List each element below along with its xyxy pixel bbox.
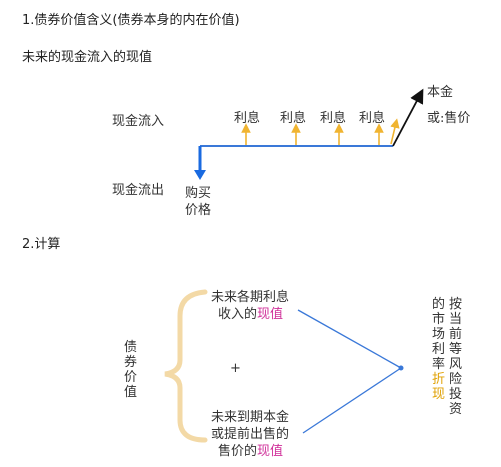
highlight-discount: 折 (432, 372, 446, 387)
discount-rate-col-2: 的 市 场 利 率 折 现 (432, 297, 446, 402)
top-converge-line (297, 309, 402, 369)
interest-pv-line1: 未来各期利息 (211, 290, 290, 305)
highlight-discount: 现 (432, 387, 446, 402)
bottom-converge-line (302, 367, 402, 434)
inflow-label: 现金流入 (112, 114, 165, 129)
principal-pv-line3: 售价的现值 (218, 444, 284, 459)
highlight-present-value: 现值 (257, 307, 284, 322)
purchase-label-line2: 价格 (185, 203, 212, 218)
bond-value-char: 价 (124, 370, 138, 385)
principal-label: 本金 (427, 85, 454, 100)
brace (164, 289, 208, 443)
highlight-present-value: 现值 (257, 444, 284, 459)
section-1-heading: 1.债券价值含义(债券本身的内在价值) (22, 13, 240, 28)
principal-pv-line2: 或提前出售的 (211, 427, 290, 442)
bond-value-label: 债 券 价 值 (124, 340, 137, 400)
interest-label-1: 利息 (234, 111, 261, 126)
bond-value-char: 值 (124, 385, 138, 400)
or-sale-label: 或:售价 (427, 111, 471, 126)
section-2-heading: 2.计算 (22, 237, 61, 252)
outflow-label: 现金流出 (112, 183, 165, 198)
principal-arrow (392, 88, 424, 147)
purchase-label-line1: 购买 (185, 186, 212, 201)
principal-pv-line1: 未来到期本金 (211, 410, 290, 425)
bond-value-char: 债 (124, 340, 138, 355)
bond-value-char: 券 (124, 355, 138, 370)
interest-label-4: 利息 (359, 111, 386, 126)
interest-label-3: 利息 (320, 111, 347, 126)
interest-label-2: 利息 (280, 111, 307, 126)
interest-pv-line2: 收入的现值 (218, 307, 284, 322)
discount-rate-col-1: 按 当 前 等 风 险 投 资 (449, 297, 463, 417)
converge-point (398, 365, 404, 371)
section-1-subheading: 未来的现金流入的现值 (22, 50, 153, 65)
plus-sign: + (230, 361, 241, 376)
sale-arrow (390, 118, 400, 145)
